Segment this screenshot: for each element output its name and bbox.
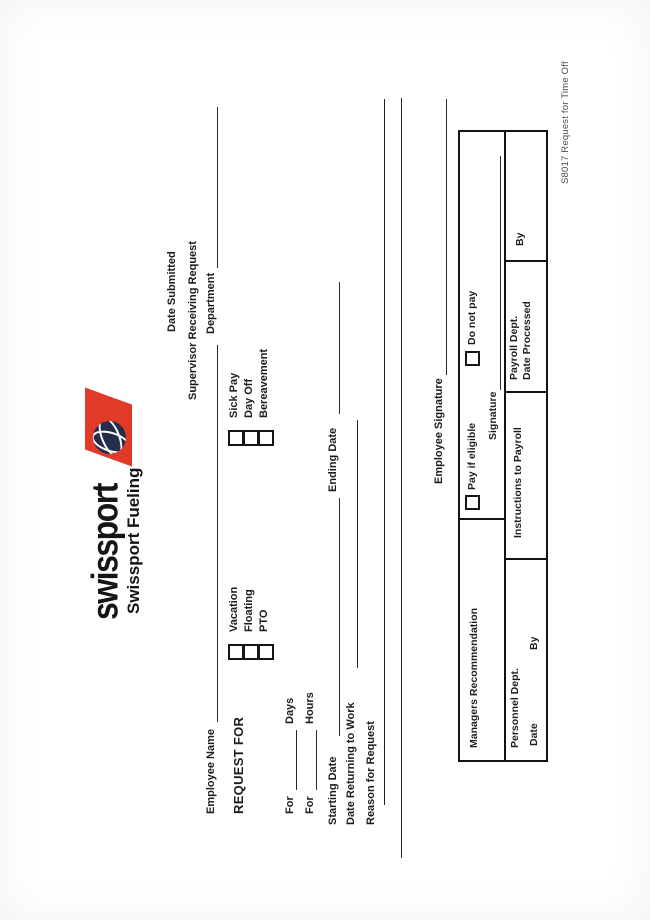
department-line[interactable] [217,107,218,268]
personnel-date-label: Date [528,723,540,746]
table-col-divider [504,558,548,560]
separator-rule-top [384,99,385,805]
pto-label: PTO [258,609,270,632]
day-off-label: Day Off [243,378,255,418]
days-line[interactable] [296,730,297,790]
date-returning-line[interactable] [357,420,358,668]
employee-signature-label: Employee Signature [433,378,445,484]
instructions-to-payroll-label: Instructions to Payroll [512,427,524,538]
separator-rule-bottom [401,98,402,858]
ending-date-label: Ending Date [327,427,339,492]
checkbox-sick-pay[interactable] [228,430,244,446]
employee-name-label: Employee Name [205,729,217,814]
days-label: Days [284,697,296,724]
swissport-globe-icon [93,421,126,454]
personnel-by-label: By [528,636,540,650]
for-hours-label: For [304,796,316,814]
pay-if-eligible-label: Pay if eligible [466,422,478,490]
bereavement-label: Bereavement [258,348,270,418]
table-col-divider [504,260,548,262]
hours-line[interactable] [316,730,317,790]
date-submitted-label: Date Submitted [166,251,178,332]
starting-date-label: Starting Date [327,756,339,825]
date-processed-label: Date Processed [521,301,533,380]
table-col-divider [460,518,504,520]
table-col-divider [504,391,548,393]
employee-name-line[interactable] [217,345,218,722]
starting-date-line[interactable] [339,498,340,736]
manager-signature-line[interactable] [500,156,501,390]
payroll-dept-label: Payroll Dept. [508,315,520,380]
sick-pay-label: Sick Pay [228,372,240,418]
for-days-label: For [284,796,296,814]
supervisor-receiving-request-label: Supervisor Receiving Request [187,241,199,400]
personnel-dept-label: Personnel Dept. [509,668,521,748]
checkbox-do-not-pay[interactable] [465,351,480,366]
manager-signature-label: Signature [487,391,499,440]
checkbox-floating[interactable] [243,644,259,660]
swissport-logo-wordmark: swissport [84,484,126,620]
department-label: Department [205,272,217,334]
request-for-label: REQUEST FOR [231,716,246,814]
checkbox-vacation[interactable] [228,644,244,660]
checkbox-pto[interactable] [258,644,274,660]
approval-table: Managers Recommendation Pay if eligible … [458,130,548,762]
form-number: S8017 Request for Time Off [560,61,571,184]
floating-label: Floating [243,589,255,632]
do-not-pay-label: Do not pay [466,290,478,345]
form-title-swissport-fueling: Swissport Fueling [124,467,143,614]
managers-recommendation-label: Managers Recommendation [468,607,480,748]
vacation-label: Vacation [228,586,240,632]
globe-orbit-icon [93,426,126,454]
reason-for-request-label: Reason for Request [365,721,377,825]
checkbox-pay-if-eligible[interactable] [465,495,480,510]
ending-date-line[interactable] [339,282,340,414]
date-returning-label: Date Returning to Work [345,702,357,825]
payroll-by-label: By [514,232,526,246]
checkbox-bereavement[interactable] [258,430,274,446]
employee-signature-line[interactable] [446,99,447,375]
table-row-divider [504,132,506,760]
checkbox-day-off[interactable] [243,430,259,446]
hours-label: Hours [304,692,316,724]
